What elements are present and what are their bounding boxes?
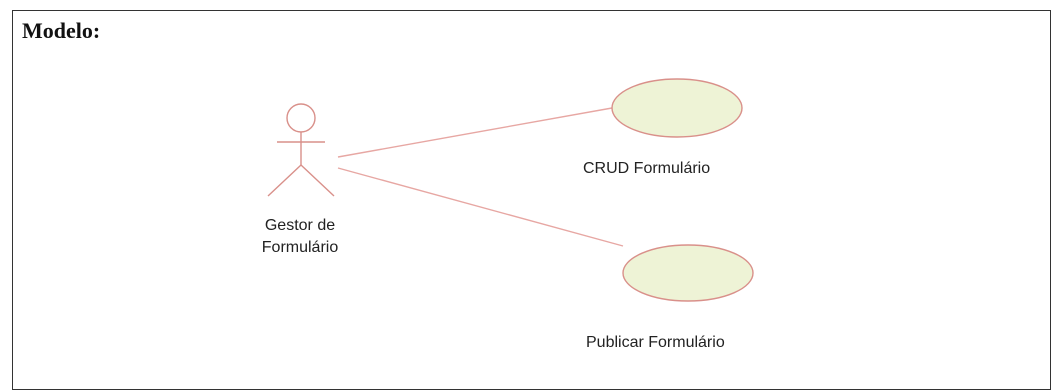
frame-title: Modelo: <box>22 18 101 43</box>
use-case-crud <box>611 78 743 138</box>
actor-label: Gestor de Formulário <box>230 215 370 259</box>
actor-left-leg <box>267 164 302 197</box>
actor-head <box>286 103 316 133</box>
use-case-publicar-label: Publicar Formulário <box>586 334 725 351</box>
use-case-crud-label: CRUD Formulário <box>583 160 711 177</box>
association-publicar <box>337 167 624 247</box>
use-case-publicar <box>622 244 754 302</box>
actor-figure <box>267 103 335 197</box>
actor-label-line1: Gestor de <box>264 217 336 234</box>
actor-label-line2: Formulário <box>261 239 339 256</box>
diagram-frame <box>12 10 1051 390</box>
actor-right-leg <box>300 164 335 197</box>
association-crud <box>337 107 613 158</box>
